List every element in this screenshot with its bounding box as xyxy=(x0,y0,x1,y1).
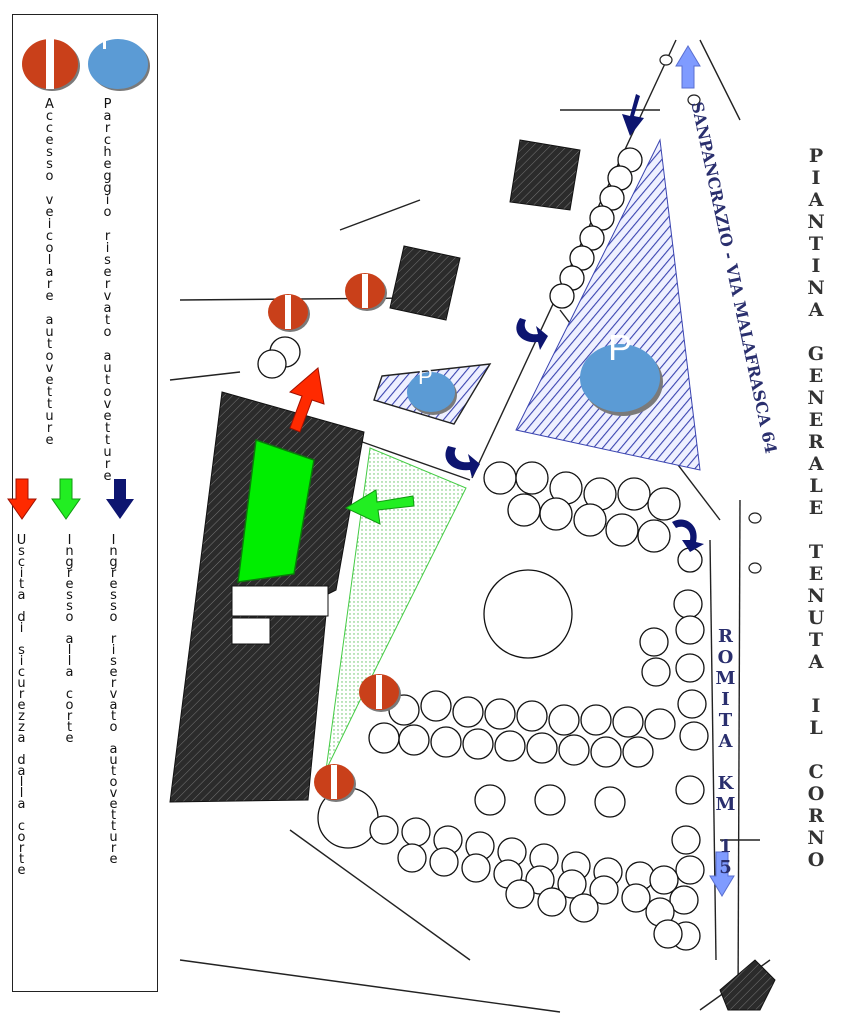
uscita-arrow xyxy=(289,367,325,433)
dark-arrow-curve-2 xyxy=(445,446,480,478)
legend-label-ingresso-riservato: Ingresso riservato autovetture xyxy=(106,533,121,863)
parking-large-marker: P xyxy=(580,327,663,416)
access-marker-3 xyxy=(359,674,401,712)
building-south xyxy=(719,959,776,1011)
parcheggio-icon xyxy=(88,39,150,91)
building-mid xyxy=(389,245,461,321)
access-marker-2 xyxy=(268,294,310,332)
building-annex xyxy=(231,585,329,617)
parking-small-label: P xyxy=(418,364,433,389)
ingresso-riservato-arrow-icon xyxy=(106,479,134,519)
ingresso-corte-arrow xyxy=(344,489,415,525)
buildings xyxy=(169,139,776,1011)
arrows xyxy=(289,45,735,897)
road-label-romita: ROMITA KM 15 xyxy=(715,626,736,878)
access-markers xyxy=(268,273,401,802)
green-court-block xyxy=(237,438,315,583)
access-marker-4 xyxy=(314,764,356,802)
dark-arrow-curve-1 xyxy=(516,318,548,350)
trees xyxy=(257,147,709,951)
legend-label-ingresso-corte: Ingresso alla corte xyxy=(62,533,77,742)
legend-label-accesso: Accesso veicolare autovetture xyxy=(42,97,57,445)
access-marker-1 xyxy=(345,273,387,311)
accesso-icon xyxy=(22,39,80,91)
dark-arrow-curve-3 xyxy=(672,519,704,552)
map-title: PIANTINA GENERALE TENUTA IL CORNO xyxy=(805,145,827,871)
light-arrow-top xyxy=(675,45,701,89)
legend-label-parcheggio: Parcheggio riservato autovetture xyxy=(100,97,115,481)
parking-large-label: P xyxy=(608,327,632,368)
dark-arrow-top xyxy=(622,94,644,136)
uscita-arrow-icon xyxy=(7,478,37,520)
legend-label-uscita: Uscita di sicurezza dalla corte xyxy=(14,533,29,874)
building-annex-2 xyxy=(231,617,271,645)
parking-small-marker: P xyxy=(407,364,457,415)
road-markers xyxy=(659,54,762,574)
light-arrow-bottom xyxy=(709,851,735,897)
ingresso-corte-arrow-icon xyxy=(51,478,81,520)
building-north xyxy=(509,139,581,211)
legend-panel: Accesso veicolare autovetture Parcheggio… xyxy=(7,14,158,992)
